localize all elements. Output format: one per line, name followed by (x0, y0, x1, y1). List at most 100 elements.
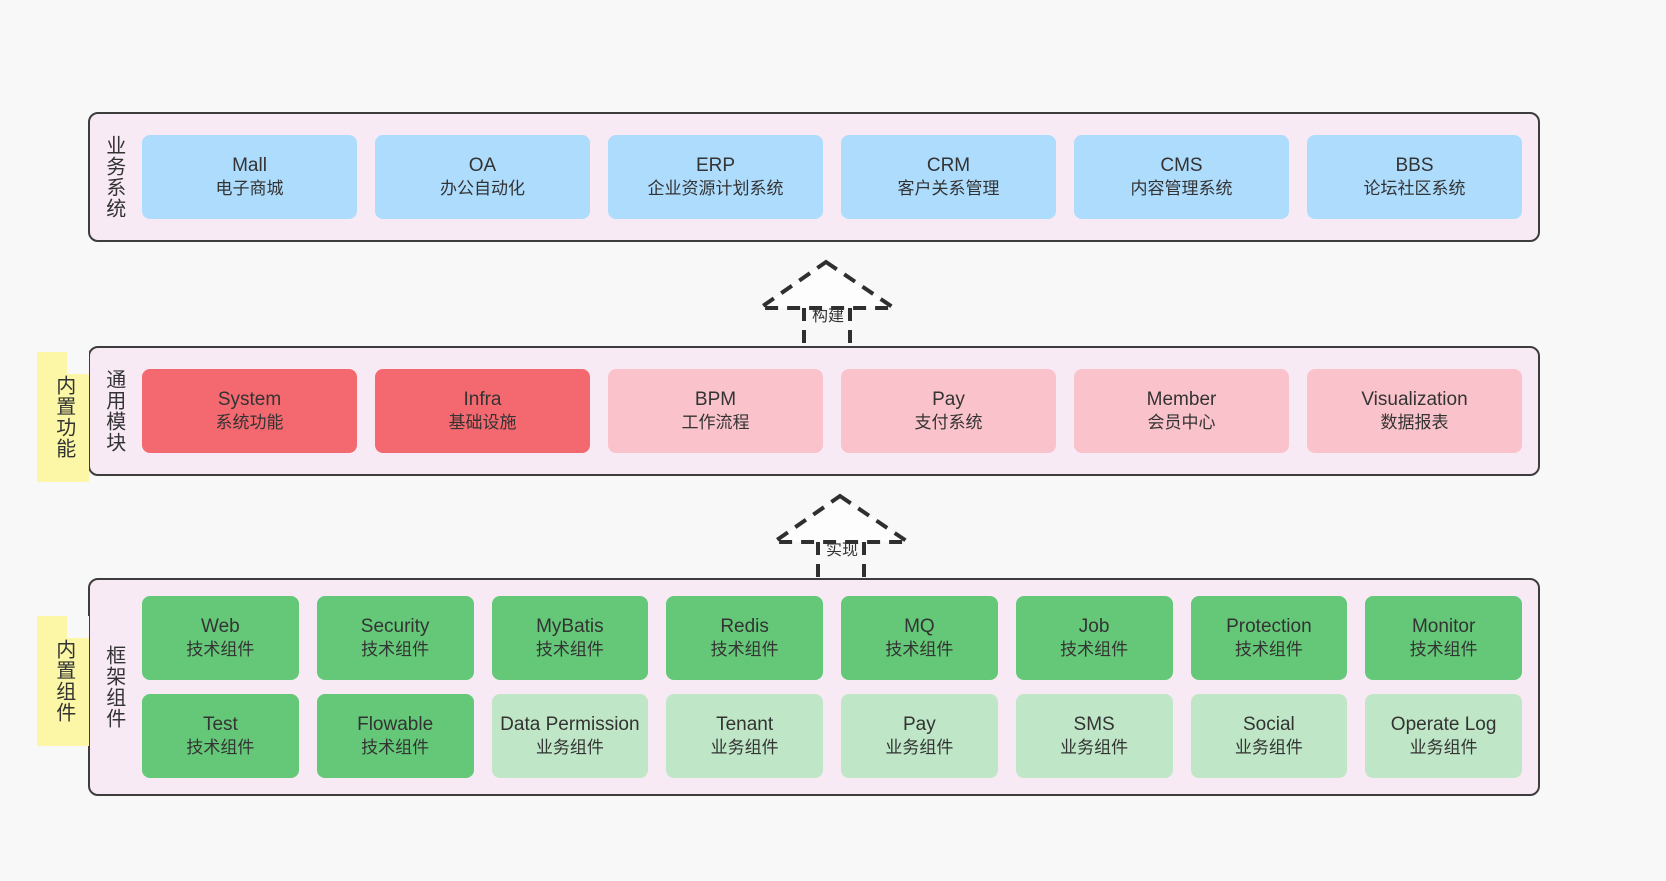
card-bbs[interactable]: BBS 论坛社区系统 (1307, 135, 1522, 219)
card-title: Job (1078, 615, 1110, 637)
card-title: Mall (232, 154, 267, 176)
card-subtitle: 工作流程 (681, 413, 750, 433)
generalization-arrow-icon (753, 259, 901, 348)
card-title: Monitor (1411, 615, 1476, 637)
card-erp[interactable]: ERP 企业资源计划系统 (608, 135, 823, 219)
card-sms[interactable]: SMS 业务组件 (1015, 694, 1173, 778)
card-tenant[interactable]: Tenant 业务组件 (666, 694, 823, 778)
card-title: OA (468, 154, 497, 176)
card-subtitle: 业务组件 (885, 738, 954, 758)
card-row: Mall 电子商城 OA 办公自动化 ERP 企业资源计划系统 CRM 客户关系… (142, 135, 1522, 219)
card-subtitle: 客户关系管理 (897, 179, 1000, 199)
card-infra[interactable]: Infra 基础设施 (375, 369, 590, 453)
card-data-permission[interactable]: Data Permission 业务组件 (491, 694, 649, 778)
card-subtitle: 技术组件 (361, 738, 430, 758)
card-title: ERP (695, 154, 736, 176)
arrow-implement-label: 实现 (825, 542, 859, 559)
card-subtitle: 技术组件 (1234, 640, 1303, 660)
card-title: Protection (1226, 615, 1312, 637)
card-test[interactable]: Test 技术组件 (142, 694, 299, 778)
card-web[interactable]: Web 技术组件 (142, 596, 299, 680)
card-subtitle: 会员中心 (1147, 413, 1216, 433)
layer-body-business-system: Mall 电子商城 OA 办公自动化 ERP 企业资源计划系统 CRM 客户关系… (136, 114, 1538, 240)
sticky-note-builtin-components: 内置组件 (37, 616, 89, 746)
card-monitor[interactable]: Monitor 技术组件 (1365, 596, 1522, 680)
card-title: CRM (926, 154, 971, 176)
card-flowable[interactable]: Flowable 技术组件 (316, 694, 474, 778)
card-pay[interactable]: Pay 支付系统 (841, 369, 1056, 453)
card-subtitle: 技术组件 (710, 640, 779, 660)
layer-title-framework-component: 框架组件 (102, 645, 125, 729)
card-subtitle: 业务组件 (710, 738, 779, 758)
card-subtitle: 技术组件 (1060, 640, 1129, 660)
layer-title-business-system: 业务系统 (102, 135, 125, 219)
card-subtitle: 系统功能 (215, 413, 284, 433)
card-title: Operate Log (1390, 713, 1497, 735)
card-subtitle: 技术组件 (885, 640, 954, 660)
card-mq[interactable]: MQ 技术组件 (841, 596, 998, 680)
card-title: Member (1146, 388, 1217, 410)
layer-title-common-module: 通用模块 (102, 369, 125, 453)
card-title: SMS (1073, 713, 1115, 735)
card-pay-business[interactable]: Pay 业务组件 (841, 694, 998, 778)
card-title: Flowable (357, 713, 434, 735)
card-title: Redis (720, 615, 769, 637)
card-title: MyBatis (536, 615, 604, 637)
card-subtitle: 业务组件 (1409, 738, 1478, 758)
card-member[interactable]: Member 会员中心 (1074, 369, 1289, 453)
card-title: Test (202, 713, 238, 735)
card-redis[interactable]: Redis 技术组件 (666, 596, 823, 680)
note-fold-icon (67, 352, 89, 374)
card-bpm[interactable]: BPM 工作流程 (608, 369, 823, 453)
card-protection[interactable]: Protection 技术组件 (1190, 596, 1348, 680)
arrow-build-label: 构建 (811, 308, 845, 325)
card-subtitle: 内容管理系统 (1130, 179, 1233, 199)
card-mybatis[interactable]: MyBatis 技术组件 (491, 596, 649, 680)
card-title: BPM (694, 388, 737, 410)
card-social[interactable]: Social 业务组件 (1190, 694, 1348, 778)
card-job[interactable]: Job 技术组件 (1015, 596, 1173, 680)
card-subtitle: 电子商城 (215, 179, 284, 199)
card-title: Infra (463, 388, 502, 410)
card-mall[interactable]: Mall 电子商城 (142, 135, 357, 219)
card-title: Web (201, 615, 240, 637)
card-subtitle: 办公自动化 (440, 179, 525, 199)
sticky-note-label: 内置功能 (52, 375, 75, 459)
card-subtitle: 技术组件 (186, 640, 255, 660)
card-visualization[interactable]: Visualization 数据报表 (1307, 369, 1522, 453)
card-title: Social (1243, 713, 1295, 735)
card-cms[interactable]: CMS 内容管理系统 (1074, 135, 1289, 219)
card-crm[interactable]: CRM 客户关系管理 (841, 135, 1056, 219)
card-subtitle: 支付系统 (914, 413, 983, 433)
layer-framework-component: 框架组件 Web 技术组件 Security 技术组件 MyBatis 技术组件… (88, 578, 1540, 796)
card-subtitle: 技术组件 (186, 738, 255, 758)
card-security[interactable]: Security 技术组件 (316, 596, 474, 680)
card-row: Web 技术组件 Security 技术组件 MyBatis 技术组件 Redi… (142, 596, 1522, 680)
card-title: Visualization (1361, 388, 1468, 410)
card-title: System (217, 388, 282, 410)
card-oa[interactable]: OA 办公自动化 (375, 135, 590, 219)
card-subtitle: 业务组件 (1234, 738, 1303, 758)
card-title: Security (360, 615, 430, 637)
card-row: System 系统功能 Infra 基础设施 BPM 工作流程 Pay 支付系统… (142, 369, 1522, 453)
card-subtitle: 数据报表 (1380, 413, 1449, 433)
generalization-arrow-icon (767, 493, 915, 582)
card-title: Pay (932, 388, 965, 410)
card-subtitle: 技术组件 (535, 640, 604, 660)
card-subtitle: 技术组件 (1409, 640, 1478, 660)
card-subtitle: 业务组件 (1060, 738, 1129, 758)
sticky-note-label: 内置组件 (52, 639, 75, 723)
card-subtitle: 业务组件 (535, 738, 604, 758)
layer-business-system: 业务系统 Mall 电子商城 OA 办公自动化 ERP 企业资源计划系统 CRM… (88, 112, 1540, 242)
card-system[interactable]: System 系统功能 (142, 369, 357, 453)
card-operate-log[interactable]: Operate Log 业务组件 (1365, 694, 1522, 778)
card-title: MQ (904, 615, 935, 637)
card-title: BBS (1395, 154, 1434, 176)
layer-common-module: 通用模块 System 系统功能 Infra 基础设施 BPM 工作流程 Pay… (88, 346, 1540, 476)
arrow-build: 构建 (753, 258, 901, 348)
note-fold-icon (67, 616, 89, 638)
card-title: Tenant (716, 713, 774, 735)
card-subtitle: 技术组件 (361, 640, 430, 660)
card-subtitle: 基础设施 (448, 413, 517, 433)
card-subtitle: 论坛社区系统 (1363, 179, 1466, 199)
